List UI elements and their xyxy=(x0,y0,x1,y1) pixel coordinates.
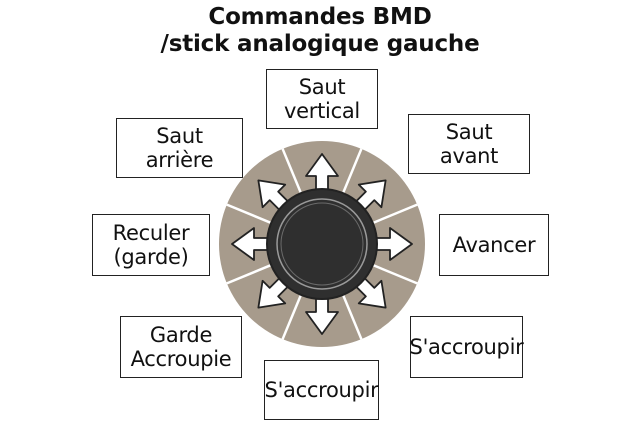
diagram-title-line-2: /stick analogique gauche xyxy=(160,31,480,57)
label-up-saut-vertical: Saut vertical xyxy=(266,69,378,129)
label-up-right-line-2: avant xyxy=(439,144,499,168)
label-down-left-garde-accroupie: Garde Accroupie xyxy=(120,316,242,378)
label-down-saccroupir: S'accroupir xyxy=(264,360,379,420)
label-left-line-1: Reculer xyxy=(112,221,190,245)
label-up-right-line-1: Saut xyxy=(445,120,493,144)
label-down-left-line-1: Garde xyxy=(149,323,213,347)
label-down-right-line-1: S'accroupir xyxy=(409,335,524,359)
label-right-avancer: Avancer xyxy=(439,214,549,276)
label-left-reculer: Reculer (garde) xyxy=(92,214,210,276)
label-left-line-2: (garde) xyxy=(113,245,189,269)
label-up-right-saut-avant: Saut avant xyxy=(408,114,530,174)
label-up-left-saut-arriere: Saut arrière xyxy=(116,118,243,178)
label-down-left-line-2: Accroupie xyxy=(130,347,232,371)
label-down-right-saccroupir: S'accroupir xyxy=(409,316,524,378)
label-up-line-2: vertical xyxy=(284,99,360,123)
diagram-title-line-1: Commandes BMD xyxy=(208,4,432,30)
label-up-left-line-1: Saut xyxy=(156,124,203,148)
stick-cap xyxy=(266,188,378,300)
label-down-line-1: S'accroupir xyxy=(264,378,379,402)
label-right-line-1: Avancer xyxy=(452,233,536,257)
label-up-left-line-2: arrière xyxy=(145,148,214,172)
label-up-line-1: Saut xyxy=(298,75,346,99)
